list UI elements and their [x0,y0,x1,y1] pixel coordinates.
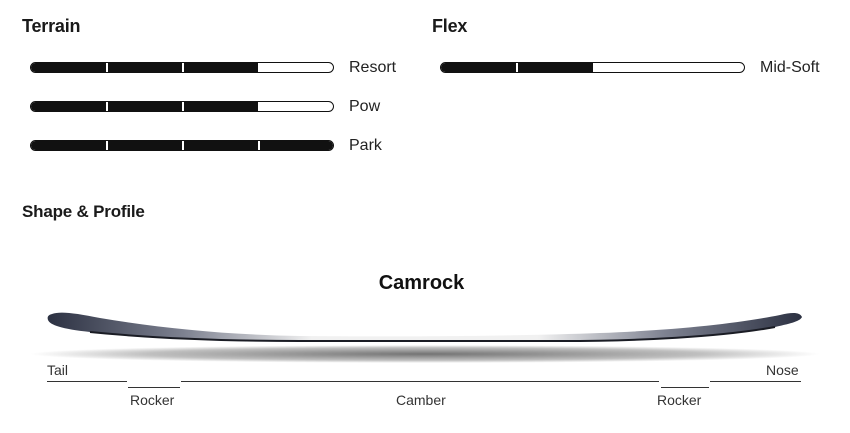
terrain-label-resort: Resort [349,59,397,76]
terrain-heading: Terrain [22,16,81,36]
terrain-meter-pow-fill [31,102,258,111]
board-edge [89,326,776,342]
terrain-meter-resort [30,62,334,73]
terrain-meter-park [30,140,334,151]
meter-tick [106,102,108,111]
meter-tick [258,63,260,72]
rocker-right-segment [661,387,709,388]
profile-name: Camrock [378,272,465,294]
rocker-right-label: Rocker [657,392,702,408]
flex-meter [440,62,745,73]
flex-label: Mid-Soft [760,59,820,76]
terrain-label-park: Park [349,137,382,154]
terrain-label-pow: Pow [349,98,381,115]
shape-profile-heading: Shape & Profile [22,202,145,221]
rocker-left-label: Rocker [130,392,175,408]
meter-tick [258,141,260,150]
flex-heading: Flex [432,16,468,36]
camber-label: Camber [396,392,446,408]
board-shadow [30,345,820,363]
meter-tick [258,102,260,111]
meter-tick [106,141,108,150]
nose-segment [710,381,801,382]
meter-tick [182,102,184,111]
nose-label: Nose [766,362,799,378]
meter-tick [182,63,184,72]
tail-label: Tail [47,362,69,378]
terrain-meter-pow [30,101,334,112]
meter-tick [106,63,108,72]
meter-tick [182,141,184,150]
camber-segment [181,381,659,382]
tail-segment [47,381,127,382]
snowboard-shape [47,312,802,341]
terrain-meter-resort-fill [31,63,258,72]
rocker-left-segment [128,387,180,388]
meter-tick [516,63,518,72]
